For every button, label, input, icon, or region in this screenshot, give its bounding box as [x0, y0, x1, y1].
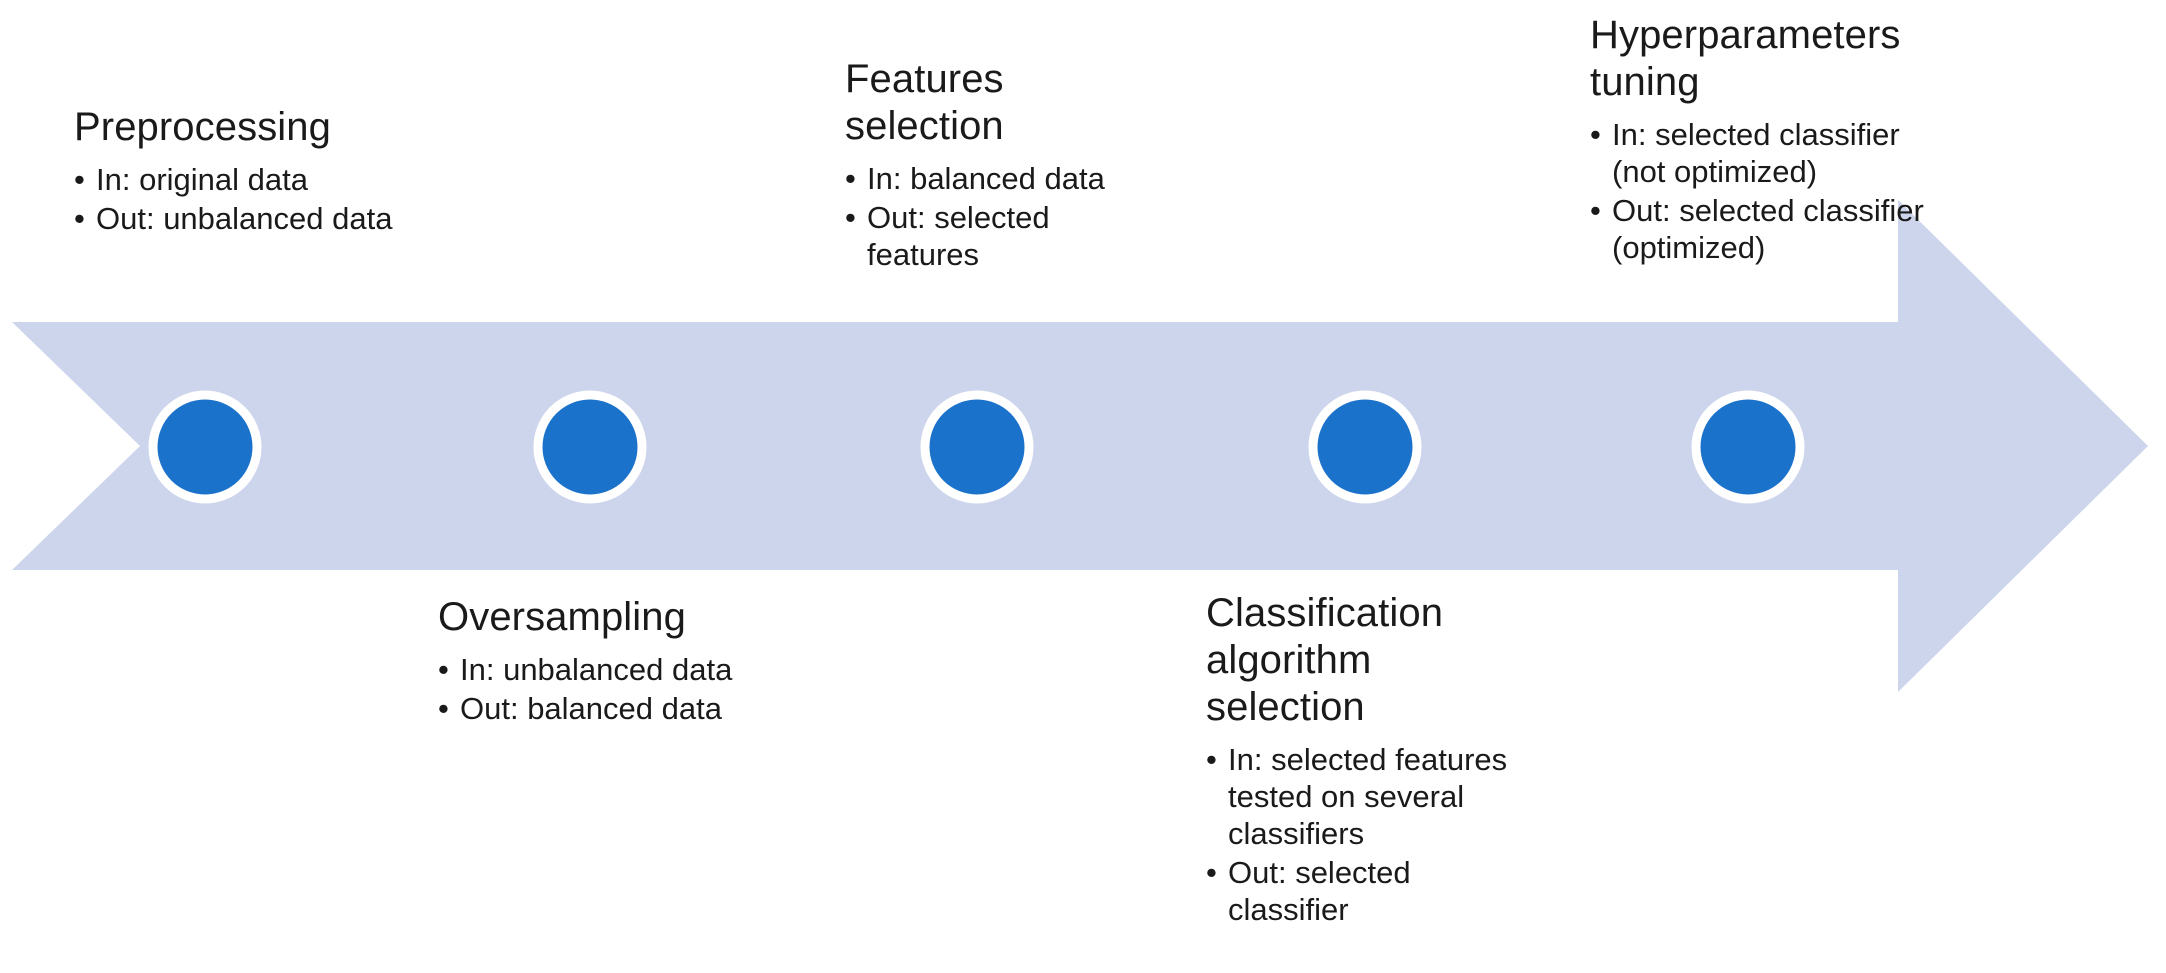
stage-title-hyperparameters-tuning: Hyperparameters tuning	[1590, 13, 1901, 104]
bullet-dot-icon: •	[845, 200, 856, 235]
stage-title-classification-algorithm-selection: Classification algorithm selection	[1206, 591, 1444, 729]
bullet-dot-icon: •	[845, 161, 856, 196]
stage-label-features-selection: Features selection • In: balanced data •…	[845, 56, 1165, 275]
bullet-text: Out: selected classifier (optimized)	[1612, 193, 1924, 265]
bullet-text: Out: selected features	[867, 200, 1050, 272]
bullet-item: • In: selected features tested on severa…	[1206, 741, 1536, 852]
bullet-dot-icon: •	[74, 162, 85, 197]
bullet-text: In: original data	[96, 162, 308, 197]
stage-node-1[interactable]	[148, 390, 262, 504]
bullet-item: • Out: selected classifier (optimized)	[1590, 192, 1940, 266]
stage-label-classification-algorithm-selection: Classification algorithm selection • In:…	[1206, 590, 1536, 930]
bullet-item: • Out: unbalanced data	[74, 200, 404, 237]
stage-title-oversampling: Oversampling	[438, 595, 686, 639]
stage-bullets-hyperparameters-tuning: • In: selected classifier (not optimized…	[1590, 116, 1940, 266]
bullet-dot-icon: •	[438, 652, 449, 687]
bullet-dot-icon: •	[1590, 193, 1601, 228]
bullet-item: • In: unbalanced data	[438, 651, 798, 688]
bullet-item: • In: selected classifier (not optimized…	[1590, 116, 1940, 190]
stage-node-4[interactable]	[1308, 390, 1422, 504]
bullet-dot-icon: •	[1206, 855, 1217, 890]
stage-node-2[interactable]	[533, 390, 647, 504]
bullet-dot-icon: •	[1206, 742, 1217, 777]
stage-label-preprocessing: Preprocessing • In: original data • Out:…	[74, 104, 404, 239]
bullet-text: In: unbalanced data	[460, 652, 733, 687]
bullet-item: • In: balanced data	[845, 160, 1165, 197]
stage-node-5[interactable]	[1691, 390, 1805, 504]
stage-node-3[interactable]	[920, 390, 1034, 504]
stage-bullets-preprocessing: • In: original data • Out: unbalanced da…	[74, 161, 404, 237]
bullet-text: Out: unbalanced data	[96, 201, 393, 236]
bullet-dot-icon: •	[1590, 117, 1601, 152]
bullet-text: Out: balanced data	[460, 691, 722, 726]
stage-title-features-selection: Features selection	[845, 57, 1004, 148]
stage-bullets-features-selection: • In: balanced data • Out: selected feat…	[845, 160, 1165, 273]
arrow-body	[12, 200, 2148, 692]
bullet-item: • Out: selected features	[845, 199, 1165, 273]
stage-bullets-oversampling: • In: unbalanced data • Out: balanced da…	[438, 651, 798, 727]
stage-title-preprocessing: Preprocessing	[74, 105, 331, 149]
bullet-text: In: selected classifier (not optimized)	[1612, 117, 1900, 189]
bullet-dot-icon: •	[438, 691, 449, 726]
bullet-text: Out: selected classifier	[1228, 855, 1411, 927]
stage-label-oversampling: Oversampling • In: unbalanced data • Out…	[438, 594, 798, 729]
bullet-text: In: balanced data	[867, 161, 1105, 196]
bullet-text: In: selected features tested on several …	[1228, 742, 1508, 851]
bullet-item: • Out: balanced data	[438, 690, 798, 727]
bullet-dot-icon: •	[74, 201, 85, 236]
bullet-item: • In: original data	[74, 161, 404, 198]
stage-nodes	[148, 390, 1805, 504]
bullet-item: • Out: selected classifier	[1206, 854, 1536, 928]
stage-bullets-classification-algorithm-selection: • In: selected features tested on severa…	[1206, 741, 1536, 928]
stage-label-hyperparameters-tuning: Hyperparameters tuning • In: selected cl…	[1590, 12, 1940, 268]
